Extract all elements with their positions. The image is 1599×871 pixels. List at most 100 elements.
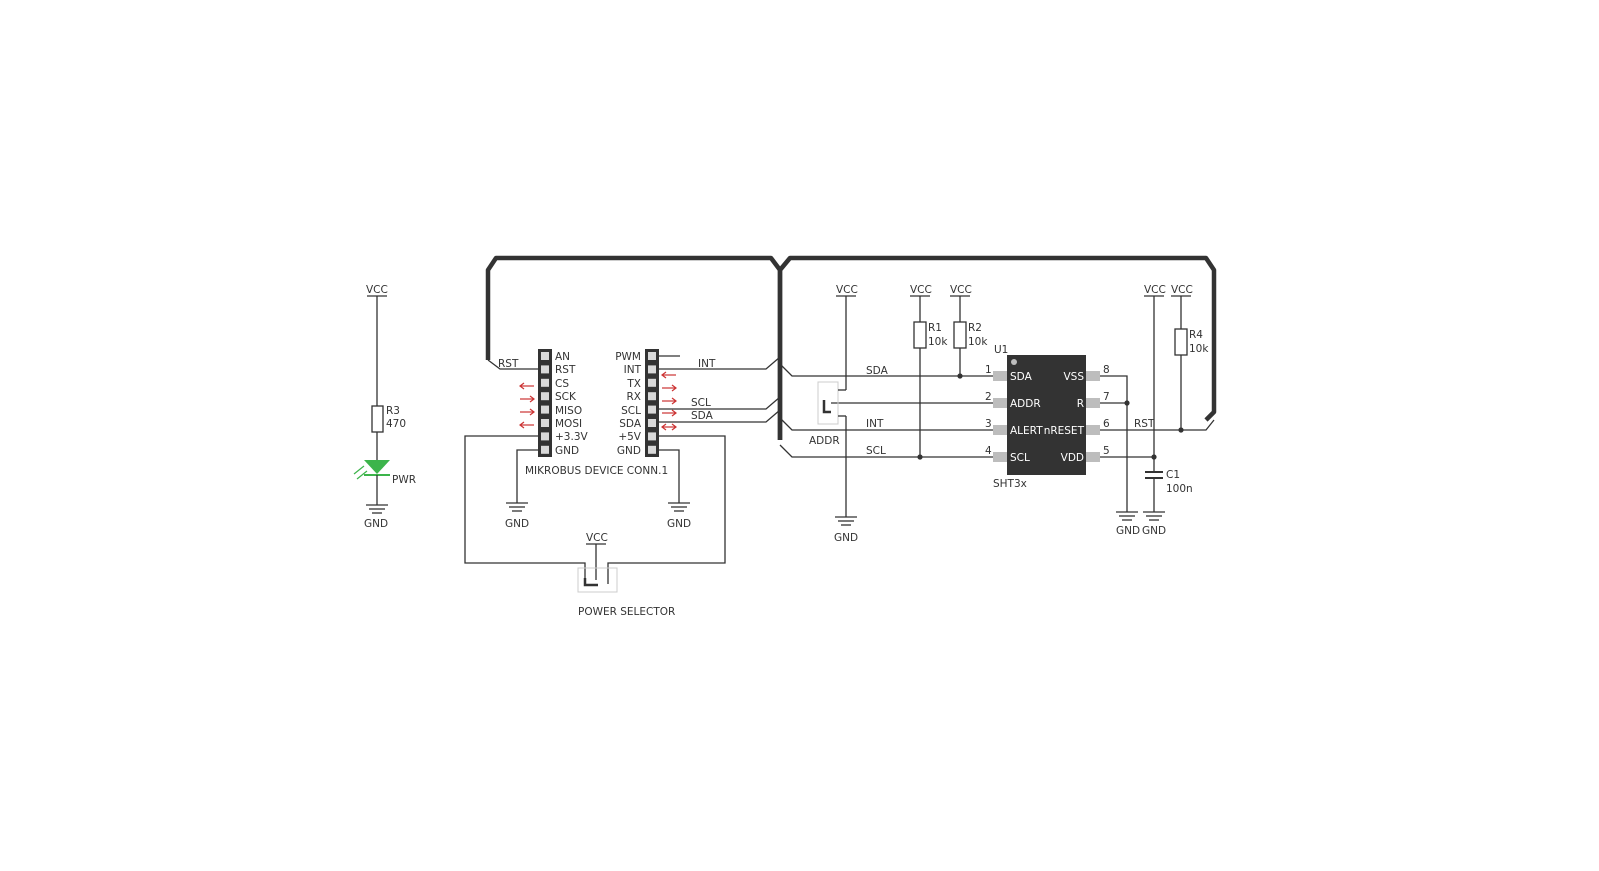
wire-int [779,417,993,431]
arrow-out-icon [520,408,535,416]
pin-label-cs: CS [555,378,569,390]
power-selector-label: POWER SELECTOR [578,606,675,618]
net-label-sda: SDA [691,410,714,422]
r4-value: 10k [1189,343,1209,355]
pin-label-miso: MISO [555,405,582,417]
addr-jumper-outline [817,381,839,425]
net-label-int: INT [698,358,716,370]
header-pin [541,445,549,454]
chip-pin-vss: VSS [1063,371,1084,383]
header-pin [648,392,656,401]
chip-pin-vdd: VDD [1061,452,1084,464]
header-pin [541,392,549,401]
net-label-scl: SCL [691,397,711,409]
pin-number: 6 [1103,418,1110,430]
header-pin [541,365,549,374]
r2-ref: R2 [968,322,982,334]
header-pin [541,405,549,414]
chip-pin-alert: ALERT [1010,425,1043,437]
pin-label-3v3: +3.3V [555,431,588,443]
header-pin [648,365,656,374]
pin-label-scl: SCL [621,405,641,417]
arrow-out-icon [662,384,677,392]
header-pin [648,419,656,427]
wire-sda [779,363,993,377]
junction-dot [957,373,963,379]
pin-label-5v: +5V [618,431,641,443]
net-label-rst: RST [498,358,519,370]
wire-5v [607,435,726,584]
led-emission-icon [353,465,365,475]
wire-gnd-right [659,449,680,503]
gnd-label: GND [667,518,691,530]
pin-label-gnd: GND [617,445,641,457]
u1-ref: U1 [994,344,1008,356]
chip-pin-sda: SDA [1010,371,1033,383]
chip-pin [1086,425,1100,435]
chip-pin [993,398,1007,408]
header-pin [541,432,549,441]
wire-3v3 [464,435,586,584]
c1-ref: C1 [1166,469,1180,481]
wire-vss [1100,375,1128,512]
led-icon [364,460,390,474]
pin-label-pwm: PWM [615,351,641,363]
header-pin [648,445,656,454]
header-pin [648,405,656,414]
pin-label-mosi: MOSI [555,418,582,430]
chip-pin-scl: SCL [1010,452,1030,464]
pin-number: 1 [985,364,992,376]
pin-label-tx: TX [626,378,641,390]
chip-pin [1086,371,1100,381]
pin-label-rst: RST [555,364,576,376]
arrow-in-icon [661,371,676,379]
ground-icon [1143,511,1165,521]
gnd-label: GND [1116,525,1140,537]
pin-number: 8 [1103,364,1110,376]
arrow-in-icon [519,421,534,429]
pin-number: 5 [1103,445,1110,457]
sensor-circuit: SDA INT SCL VCC ADDR GND VCC R1 10k [779,284,1215,544]
chip-pin-r: R [1077,398,1084,410]
left-header [538,349,552,457]
addr-jumper-icon [822,400,831,414]
r1-ref: R1 [928,322,942,334]
pin-label-sda: SDA [619,418,642,430]
pin-number: 4 [985,445,992,457]
addr-label: ADDR [809,435,840,447]
net-label-sda: SDA [866,365,889,377]
arrow-bidir-icon [661,423,677,431]
chip-pin [1086,398,1100,408]
pin-number: 7 [1103,391,1110,403]
pin-label-int: INT [624,364,642,376]
chip-u1 [1007,355,1086,475]
jumper-icon [583,578,598,587]
wire-nreset [1100,419,1215,431]
wire-rst [487,359,538,370]
pin-number: 2 [985,391,992,403]
arrow-out-icon [662,397,677,405]
chip-pin-nreset: nRESET [1044,425,1085,437]
power-selector: VCC POWER SELECTOR [464,435,726,618]
led-label: PWR [392,474,416,486]
arrow-in-icon [519,382,534,390]
ground-icon [506,502,528,512]
led-indicator-circuit: VCC R3 470 PWR GND [353,284,416,530]
pin-label-an: AN [555,351,570,363]
wire-scl [659,396,781,410]
chip-pin-addr: ADDR [1010,398,1041,410]
header-pin [541,352,549,360]
vcc-label: VCC [366,284,388,296]
wire-sda [659,409,781,423]
vcc-label: VCC [950,284,972,296]
vcc-label: VCC [836,284,858,296]
vcc-label: VCC [1171,284,1193,296]
pin-label-gnd: GND [555,445,579,457]
resistor-r4 [1174,328,1188,356]
wire-scl [779,444,993,458]
mikrobus-connector: AN RST CS SCK MISO MOSI +3.3V GND PWM IN… [487,349,781,530]
ground-icon [366,504,388,514]
r3-value: 470 [386,418,406,430]
wire-gnd-left [516,449,538,503]
